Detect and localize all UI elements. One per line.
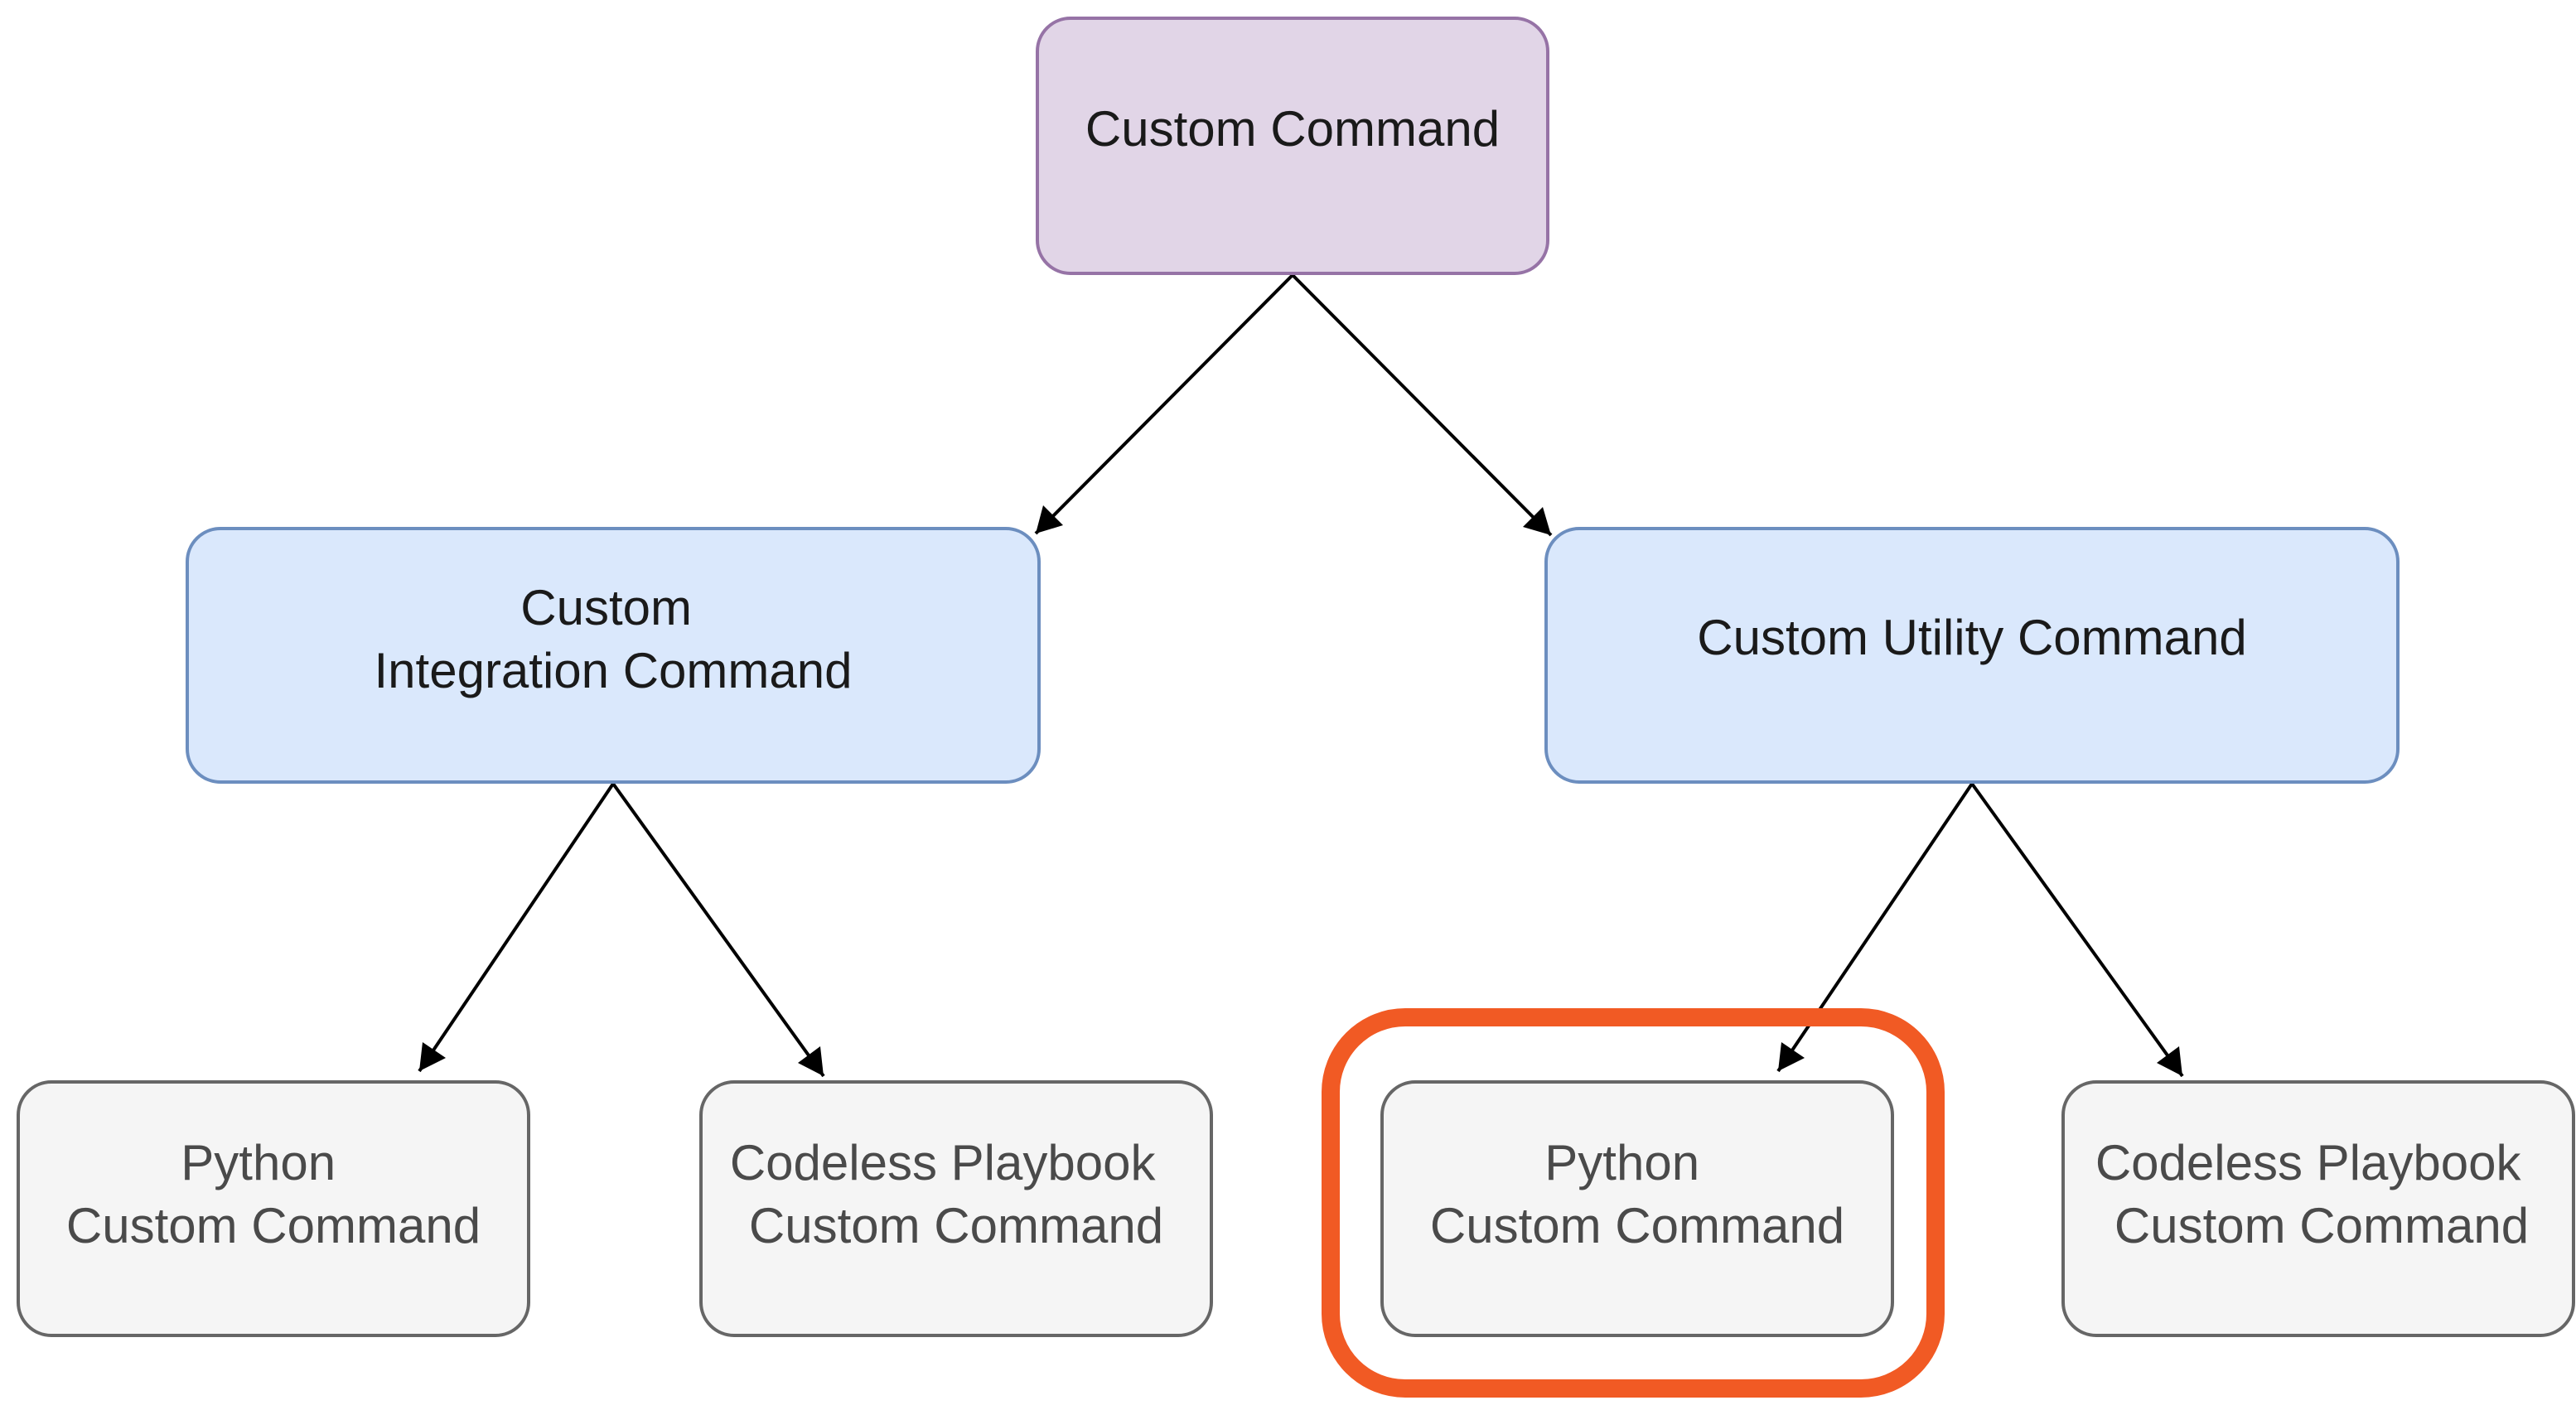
node-custom-utility-command[interactable]: Custom Utility Command — [1544, 527, 2400, 784]
node-label-line: Custom Command — [66, 1198, 481, 1253]
edge-line — [1970, 782, 2184, 1078]
arrowhead-icon — [1523, 507, 1551, 535]
node-utility-python-custom-command[interactable]: Python Custom Command — [1380, 1080, 1894, 1337]
node-custom-integration-command[interactable]: Custom Integration Command — [186, 527, 1041, 784]
node-label-line: Custom Command — [1085, 101, 1500, 157]
edges — [418, 273, 2184, 1078]
arrowhead-icon — [798, 1046, 824, 1076]
svg-text:Custom Integration Comma: Custom Integration Command — [375, 580, 853, 698]
edge-utility-to-codeless — [1970, 782, 2184, 1078]
node-label-line: Integration Command — [375, 643, 853, 698]
arrowhead-icon — [1036, 505, 1063, 534]
node-label-line: Custom Command — [1430, 1198, 1844, 1253]
svg-text:Codeless Playbook Custom: Codeless Playbook Custom Command — [730, 1135, 1169, 1253]
node-label-line: Python — [181, 1135, 336, 1190]
edge-root-to-integration — [1034, 273, 1294, 535]
edge-root-to-utility — [1291, 273, 1553, 537]
edge-line — [1776, 782, 1974, 1073]
edge-line — [611, 782, 825, 1078]
highlight-ring — [1322, 1008, 1945, 1398]
node-integration-codeless-playbook-custom-command[interactable]: Codeless Playbook Custom Command — [699, 1080, 1213, 1337]
node-integration-python-custom-command[interactable]: Python Custom Command — [17, 1080, 530, 1337]
edge-line — [418, 782, 615, 1073]
svg-text:Python Custom Command: Python Custom Command — [1430, 1135, 1844, 1253]
edge-utility-to-python — [1776, 782, 1974, 1073]
edge-line — [1291, 273, 1553, 537]
edge-integration-to-python — [418, 782, 615, 1073]
node-label-line: Codeless Playbook — [730, 1135, 1157, 1190]
node-custom-command[interactable]: Custom Command — [1036, 17, 1549, 275]
node-label-line: Custom — [520, 580, 692, 635]
svg-text:Python Custom Command: Python Custom Command — [66, 1135, 481, 1253]
svg-text:Custom Command: Custom Command — [1085, 101, 1500, 157]
node-label-line: Codeless Playbook — [2095, 1135, 2522, 1190]
edge-line — [1034, 273, 1294, 535]
svg-text:Codeless Playbook Custom: Codeless Playbook Custom Command — [2095, 1135, 2535, 1253]
arrowhead-icon — [419, 1042, 446, 1071]
svg-text:Custom Utility Command: Custom Utility Command — [1697, 610, 2247, 665]
node-label-line: Custom Utility Command — [1697, 610, 2247, 665]
arrowhead-icon — [2157, 1046, 2182, 1076]
node-utility-codeless-playbook-custom-command[interactable]: Codeless Playbook Custom Command — [2061, 1080, 2575, 1337]
arrowhead-icon — [1778, 1042, 1805, 1071]
node-label-line: Custom Command — [2114, 1198, 2529, 1253]
node-label-line: Python — [1544, 1135, 1699, 1190]
edge-integration-to-codeless — [611, 782, 825, 1078]
node-label-line: Custom Command — [749, 1198, 1163, 1253]
